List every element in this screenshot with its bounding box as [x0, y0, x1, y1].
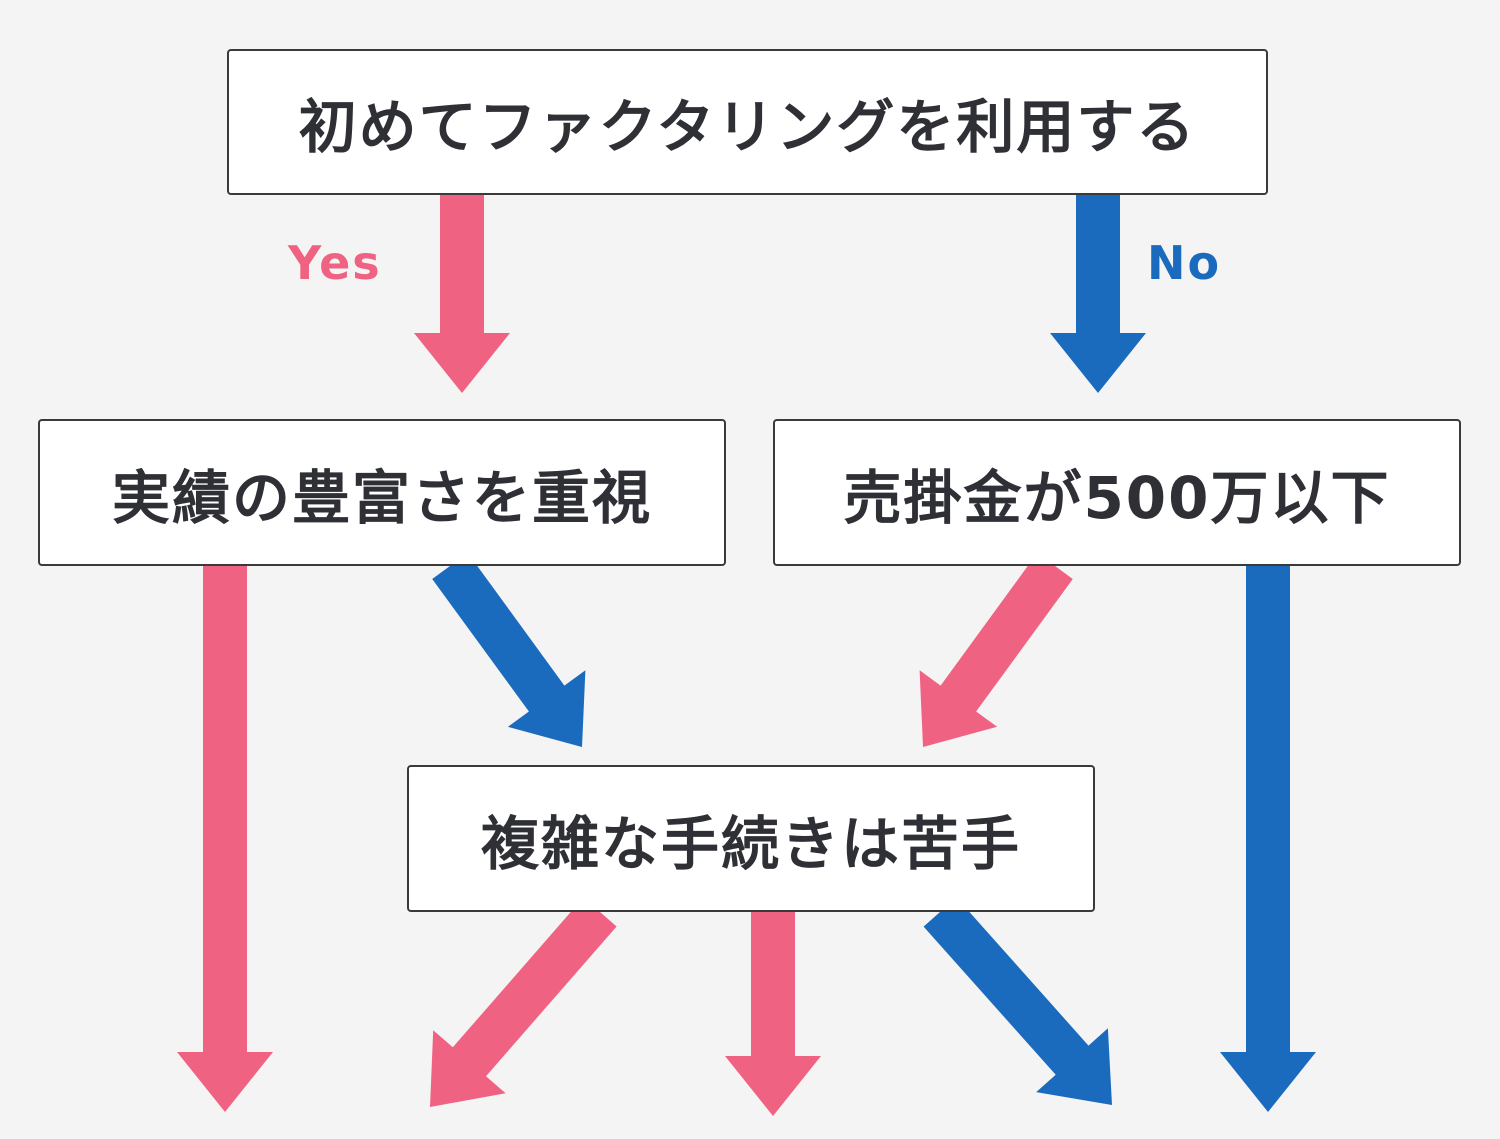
arrow-top-to-right-no [1050, 195, 1146, 393]
node-first-time-factoring: 初めてファクタリングを利用する [227, 49, 1268, 195]
arrow-right-to-out-5-no [1220, 566, 1316, 1112]
node-dislike-complex-procedures-text: 複雑な手続きは苦手 [480, 809, 1021, 878]
node-receivables-under-5m-text: 売掛金が500万以下 [843, 463, 1391, 532]
node-value-track-record-text: 実績の豊富さを重視 [111, 463, 652, 532]
node-value-track-record: 実績の豊富さを重視 [38, 419, 726, 566]
arrow-middle-to-out-2-yes [430, 897, 617, 1107]
node-dislike-complex-procedures: 複雑な手続きは苦手 [407, 765, 1095, 912]
arrow-middle-to-out-3-yes [725, 912, 821, 1116]
arrow-middle-to-out-4-no [923, 897, 1112, 1105]
node-first-time-factoring-text: 初めてファクタリングを利用する [298, 93, 1197, 161]
arrow-right-to-middle-yes [919, 553, 1073, 747]
arrow-left-to-middle-no [432, 553, 586, 747]
yes-label: Yes [288, 236, 382, 290]
no-label: No [1147, 236, 1222, 290]
node-receivables-under-5m: 売掛金が500万以下 [773, 419, 1461, 566]
arrow-left-to-out-1-yes [177, 566, 273, 1112]
arrow-top-to-left-yes [414, 195, 510, 393]
